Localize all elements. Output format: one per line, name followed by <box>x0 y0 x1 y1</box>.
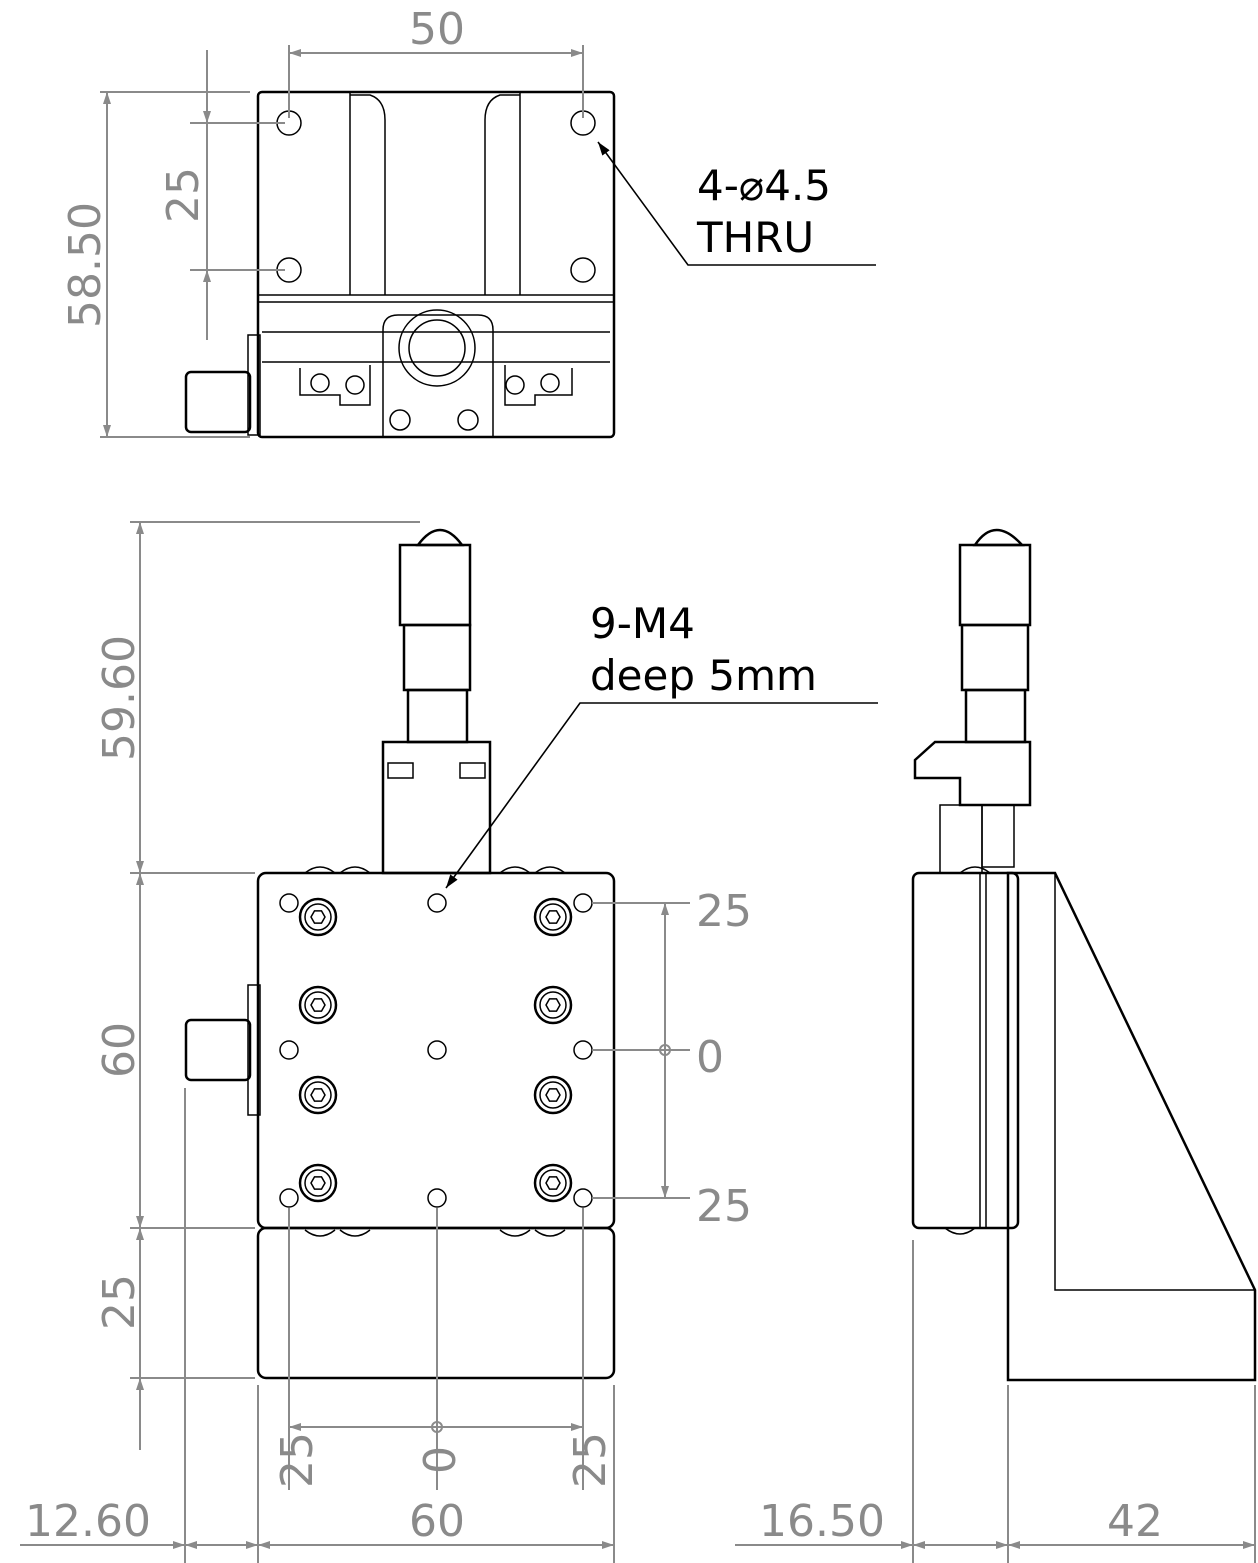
dim-body: 60 <box>94 1022 145 1078</box>
top-view <box>184 90 616 439</box>
m4-tapped-hole <box>427 1040 447 1060</box>
note-tapped-holes: 9-M4 <box>590 599 695 648</box>
front-view <box>184 528 616 1380</box>
right-tick-zero: 0 <box>696 1032 724 1083</box>
stage-body <box>256 871 616 1230</box>
micrometer-barrel <box>398 543 472 627</box>
hex-screw-icon <box>533 985 573 1025</box>
hex-screw-icon <box>298 1075 338 1115</box>
mounting-hole <box>570 257 596 283</box>
dim-lower: 25 <box>94 1274 145 1330</box>
bottom-tick-zero: 0 <box>415 1446 466 1474</box>
hex-screw-icon <box>298 985 338 1025</box>
bottom-tick-left: 25 <box>272 1432 323 1488</box>
note-thru: THRU <box>696 213 814 262</box>
m4-tapped-hole <box>573 1040 593 1060</box>
dim-side-offset: 16.50 <box>759 1496 885 1547</box>
m4-tapped-hole <box>279 1040 299 1060</box>
dim-side-width: 42 <box>1107 1496 1163 1547</box>
right-tick-top: 25 <box>696 886 752 937</box>
hex-screw-icon <box>298 897 338 937</box>
dim-front-width: 60 <box>409 1496 465 1547</box>
hex-screw-icon <box>533 897 573 937</box>
front-view-dimensions: 59.60 60 25 25 0 25 25 0 25 12.60 60 9-M… <box>20 521 878 1563</box>
dim-top-width: 50 <box>409 4 465 55</box>
bottom-tick-right: 25 <box>565 1432 616 1488</box>
dim-hole-spacing: 25 <box>158 167 209 223</box>
hex-screw-icon <box>533 1075 573 1115</box>
top-view-dimensions: 50 58.50 25 4-⌀4.5 THRU <box>60 4 876 438</box>
note-hole-count: 4-⌀4.5 <box>697 161 831 210</box>
side-view <box>911 528 1257 1382</box>
dim-front-offset: 12.60 <box>25 1496 151 1547</box>
m4-tapped-hole <box>573 1188 593 1208</box>
m4-tapped-hole <box>573 893 593 913</box>
m4-tapped-hole <box>427 893 447 913</box>
dim-top-height: 58.50 <box>60 202 111 328</box>
hex-screw-icon <box>533 1163 573 1203</box>
note-depth: deep 5mm <box>590 651 817 700</box>
right-tick-bottom: 25 <box>696 1181 752 1232</box>
hex-screw-icon <box>298 1163 338 1203</box>
m4-tapped-hole <box>427 1188 447 1208</box>
dim-micrometer: 59.60 <box>94 635 145 761</box>
m4-tapped-hole <box>279 893 299 913</box>
side-view-dimensions: 16.50 42 <box>735 1240 1256 1563</box>
micrometer-knob <box>184 370 252 434</box>
m4-tapped-hole <box>279 1188 299 1208</box>
